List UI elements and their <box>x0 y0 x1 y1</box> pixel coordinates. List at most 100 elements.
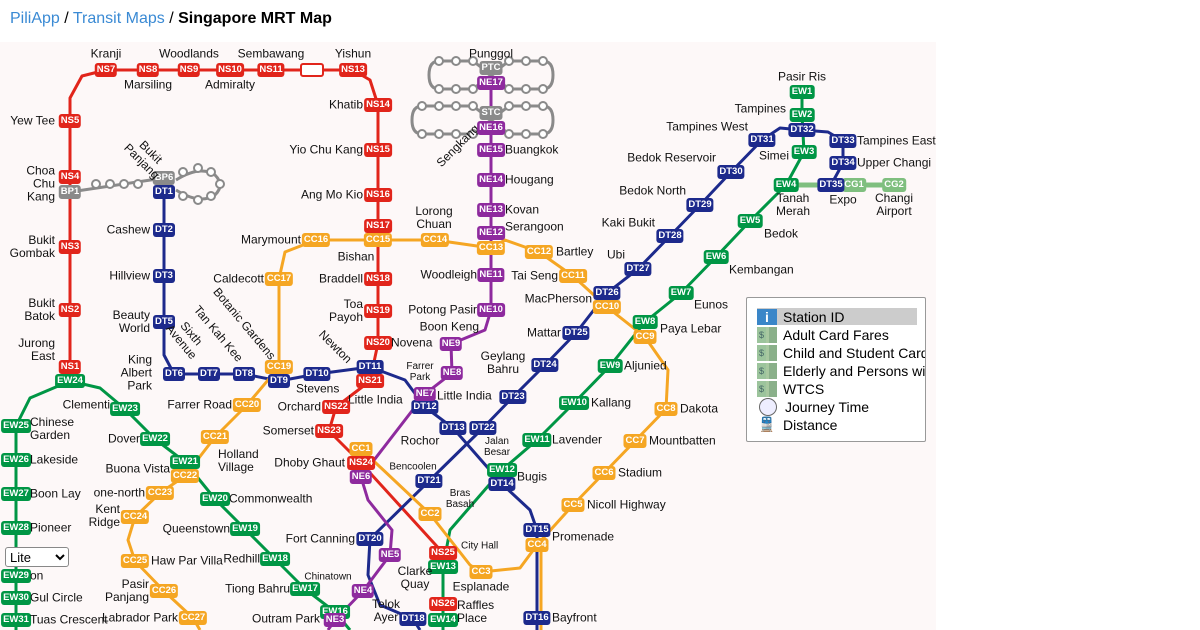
station-name-ew1[interactable]: Pasir Ris <box>777 69 827 84</box>
station-badge-cc25[interactable]: CC25 <box>120 554 150 568</box>
legend-item[interactable]: $WTCS <box>757 380 917 397</box>
station-badge-dt27[interactable]: DT27 <box>624 262 652 276</box>
station-badge-cc27[interactable]: CC27 <box>178 611 208 625</box>
station-badge-ew3[interactable]: EW3 <box>791 145 817 159</box>
station-badge-dt11[interactable]: DT11 <box>356 360 384 374</box>
breadcrumb-transit-maps-link[interactable]: Transit Maps <box>72 10 165 27</box>
station-badge-cc23[interactable]: CC23 <box>145 486 175 500</box>
station-name-ns23[interactable]: Somerset <box>262 423 314 438</box>
station-badge-ns26[interactable]: NS26 <box>429 597 457 611</box>
station-name-cc5[interactable]: Nicoll Highway <box>587 497 666 512</box>
station-badge-cc22[interactable]: CC22 <box>170 469 200 483</box>
station-name-cc16[interactable]: Marymount <box>240 232 301 247</box>
station-badge-ew17[interactable]: EW17 <box>290 582 320 596</box>
station-badge-cc4[interactable]: CC4 <box>525 538 549 552</box>
station-name-ns26[interactable]: Raffles Place <box>457 598 495 625</box>
station-badge-dt30[interactable]: DT30 <box>717 165 745 179</box>
station-name-ns24[interactable]: Dhoby Ghaut <box>274 455 345 470</box>
station-name-cc6[interactable]: Stadium <box>618 465 663 480</box>
station-name-ew21[interactable]: Buona Vista <box>105 461 171 476</box>
station-name-ew26[interactable]: Lakeside <box>30 452 79 467</box>
station-badge-ns13[interactable]: NS13 <box>339 63 367 77</box>
station-badge-ns5[interactable]: NS5 <box>58 114 82 128</box>
station-name-dt30[interactable]: Bedok Reservoir <box>627 150 716 165</box>
legend-item[interactable]: Journey Time <box>757 397 917 416</box>
station-badge-dt35[interactable]: DT35 <box>817 178 845 192</box>
station-badge-ew21[interactable]: EW21 <box>170 455 200 469</box>
station-badge-ne13[interactable]: NE13 <box>477 203 505 217</box>
station-name-ew19[interactable]: Queenstown <box>162 521 230 536</box>
station-name-cc23[interactable]: one-north <box>93 485 145 500</box>
station-badge-bp1[interactable]: BP1 <box>58 185 82 199</box>
station-badge-cc13[interactable]: CC13 <box>476 241 506 255</box>
station-badge-cc17[interactable]: CC17 <box>264 272 294 286</box>
station-name-ew17[interactable]: Tiong Bahru <box>225 581 290 596</box>
station-name-ns15[interactable]: Yio Chu Kang <box>289 142 363 157</box>
station-badge-dt8[interactable]: DT8 <box>233 367 255 381</box>
station-badge-cc6[interactable]: CC6 <box>592 466 616 480</box>
station-badge-dt25[interactable]: DT25 <box>562 326 590 340</box>
station-name-cc26[interactable]: Pasir Panjang <box>104 577 149 604</box>
station-name-ns8[interactable]: Marsiling <box>123 77 173 92</box>
station-name-ns2[interactable]: Bukit Batok <box>24 296 55 323</box>
station-name-dt21[interactable]: Bencoolen <box>389 461 437 473</box>
station-badge-dt34[interactable]: DT34 <box>829 156 857 170</box>
station-badge-ew1[interactable]: EW1 <box>789 85 815 99</box>
station-badge-ns18[interactable]: NS18 <box>364 272 392 286</box>
station-name-cc2[interactable]: Bras Basah <box>445 488 475 510</box>
station-badge-ns7[interactable]: NS7 <box>94 63 118 77</box>
station-badge-ns19[interactable]: NS19 <box>364 304 392 318</box>
station-badge-dt7[interactable]: DT7 <box>198 367 220 381</box>
station-name-dt27[interactable]: Ubi <box>606 247 625 262</box>
station-name-ns20[interactable]: Novena <box>391 335 433 350</box>
station-badge-cc10[interactable]: CC10 <box>592 300 622 314</box>
station-name-dt15[interactable]: Promenade <box>552 529 615 544</box>
station-badge-ew19[interactable]: EW19 <box>230 522 260 536</box>
station-name-ns10[interactable]: Admiralty <box>204 77 256 92</box>
station-badge-cc15[interactable]: CC15 <box>363 233 393 247</box>
station-badge-placeholder[interactable] <box>300 63 324 77</box>
station-badge-ptc[interactable]: PTC <box>479 61 503 75</box>
station-badge-ns1[interactable]: NS1 <box>58 360 82 374</box>
station-badge-cc2[interactable]: CC2 <box>418 507 442 521</box>
station-name-ew13[interactable]: Esplanade <box>452 579 510 594</box>
station-name-ns16[interactable]: Ang Mo Kio <box>300 187 363 202</box>
station-name-cc21[interactable]: Holland Village <box>218 447 259 474</box>
station-badge-ne10[interactable]: NE10 <box>477 303 505 317</box>
station-badge-dt28[interactable]: DT28 <box>656 229 684 243</box>
station-name-ne11[interactable]: Woodleigh <box>420 267 477 282</box>
station-name-ne15[interactable]: Buangkok <box>505 142 559 157</box>
station-badge-ne3[interactable]: NE3 <box>323 613 347 627</box>
station-badge-ns4[interactable]: NS4 <box>58 170 82 184</box>
station-name-ew6[interactable]: Kembangan <box>729 262 794 277</box>
station-name-ew18[interactable]: Redhill <box>223 551 260 566</box>
station-name-ew23[interactable]: Clementi <box>62 397 110 412</box>
station-badge-dt9[interactable]: DT9 <box>268 374 290 388</box>
station-badge-cc7[interactable]: CC7 <box>623 434 647 448</box>
station-badge-cc19[interactable]: CC19 <box>264 360 294 374</box>
station-name-ne10[interactable]: Potong Pasir <box>408 302 477 317</box>
station-badge-dt20[interactable]: DT20 <box>356 532 384 546</box>
station-name-cc27[interactable]: Labrador Park <box>101 610 178 625</box>
station-badge-ew22[interactable]: EW22 <box>140 432 170 446</box>
station-badge-cc20[interactable]: CC20 <box>232 398 262 412</box>
station-badge-ne8[interactable]: NE8 <box>440 366 464 380</box>
legend-item[interactable]: $Adult Card Fares <box>757 326 917 343</box>
station-badge-ew28[interactable]: EW28 <box>1 521 31 535</box>
station-badge-dt12[interactable]: DT12 <box>411 400 439 414</box>
station-badge-ew13[interactable]: EW13 <box>428 560 458 574</box>
legend-item[interactable]: $Elderly and Persons with Disabilities <box>757 362 925 379</box>
station-badge-ne12[interactable]: NE12 <box>477 226 505 240</box>
station-name-ew12[interactable]: Bugis <box>517 469 548 484</box>
station-badge-ns8[interactable]: NS8 <box>136 63 160 77</box>
station-name-cc24[interactable]: Kent Ridge <box>88 502 120 529</box>
station-name-ew3[interactable]: Simei <box>758 148 789 163</box>
station-badge-ew10[interactable]: EW10 <box>559 396 589 410</box>
station-badge-ne9[interactable]: NE9 <box>439 337 463 351</box>
station-name-ew30[interactable]: Gul Circle <box>30 590 83 605</box>
station-badge-ew9[interactable]: EW9 <box>597 359 623 373</box>
station-name-dt3[interactable]: Hillview <box>109 268 150 283</box>
station-name-cc14[interactable]: Lorong Chuan <box>415 204 453 231</box>
station-badge-ew29[interactable]: EW29 <box>1 569 31 583</box>
